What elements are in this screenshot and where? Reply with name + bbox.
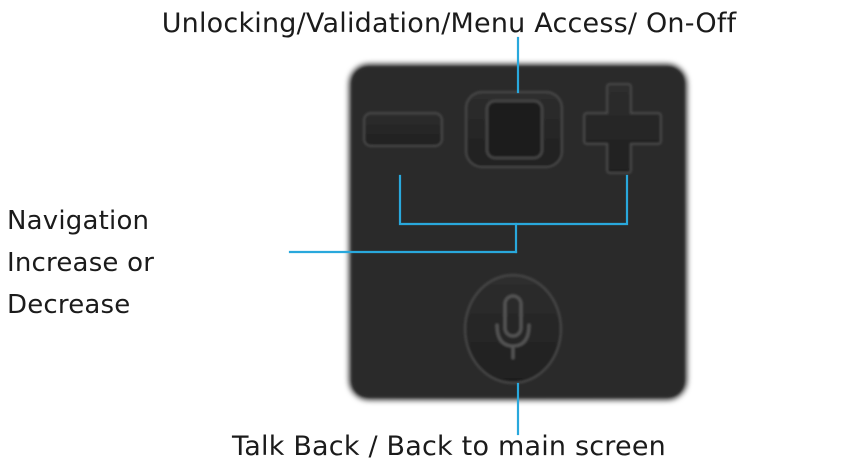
- talkback-label: Talk Back / Back to main screen: [232, 431, 666, 462]
- minus-icon: [363, 112, 443, 147]
- plus-icon: [583, 83, 662, 174]
- navigation-label-line-2: Increase or: [7, 248, 155, 278]
- minus-key[interactable]: [363, 112, 443, 147]
- keypad-surface: [352, 67, 684, 397]
- navigation-bracket: [398, 174, 629, 226]
- plus-key[interactable]: [583, 83, 662, 174]
- square-button-icon: [485, 99, 544, 160]
- mic-key[interactable]: [464, 274, 562, 384]
- navigation-label-line-1: Navigation: [7, 206, 150, 236]
- center-key[interactable]: [465, 91, 563, 168]
- navigation-label: Navigation Increase or Decrease: [7, 200, 154, 326]
- validation-label: Unlocking/Validation/Menu Access/ On-Off: [161, 8, 737, 39]
- microphone-icon: [495, 294, 531, 360]
- navigation-label-line-3: Decrease: [7, 290, 131, 320]
